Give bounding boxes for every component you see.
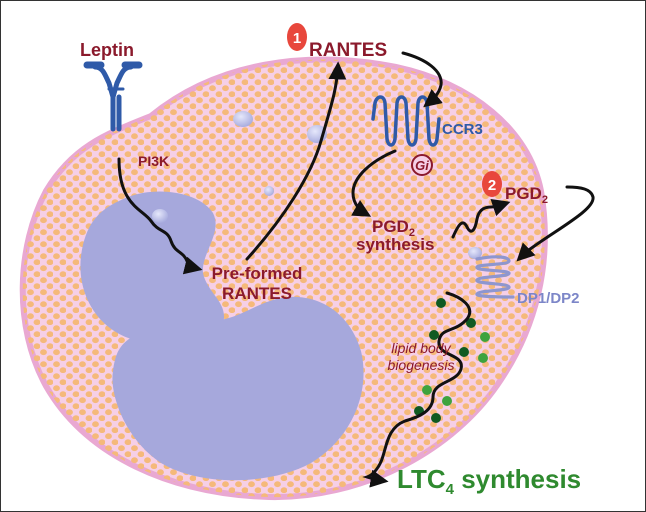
step-2-number: 2 xyxy=(488,177,496,194)
lipid-body-dot xyxy=(431,413,441,423)
arrow-ccr3-to-pgd-synthesis xyxy=(351,149,397,217)
arrows xyxy=(117,51,595,488)
ccr3-label: CCR3 xyxy=(442,121,483,138)
vesicle xyxy=(152,209,168,223)
lipid-body-label-line2: biogenesis xyxy=(388,357,455,373)
arrow-dp-to-ltc xyxy=(362,291,472,488)
nucleus-lobe-left xyxy=(80,191,225,347)
nucleus xyxy=(80,191,364,481)
arrow-pgd-synthesis-to-pgd2 xyxy=(451,199,511,239)
arrow-rantes-to-ccr3 xyxy=(401,51,443,108)
lipid-body-dot xyxy=(436,298,446,308)
ltc4-synthesis-label: LTC4 synthesis xyxy=(397,464,581,498)
ltc-subscript: 4 xyxy=(446,481,455,498)
step-1-badge: 1 xyxy=(287,23,307,51)
lipid-body-dot xyxy=(429,330,439,340)
gi-label: Gi xyxy=(415,158,429,173)
lipid-body-dot xyxy=(442,396,452,406)
lipid-body-dot xyxy=(422,385,432,395)
lipid-body-dot xyxy=(480,332,490,342)
vesicle xyxy=(233,111,253,127)
pgd2-text: PGD xyxy=(505,184,542,203)
vesicle xyxy=(264,186,274,196)
dp-receptor-label: DP1/DP2 xyxy=(517,290,580,307)
arrow-preformed-to-rantes xyxy=(245,61,347,261)
leptin-label: Leptin xyxy=(80,40,134,60)
vesicles xyxy=(152,111,482,259)
step-2-badge: 2 xyxy=(482,171,502,197)
pgd-synthesis-pgd: PGD xyxy=(372,217,409,236)
ccr3-receptor-icon xyxy=(371,95,441,147)
lipid-bodies xyxy=(414,298,490,423)
pi3k-label: PI3K xyxy=(138,153,169,169)
dp-receptor-icon xyxy=(475,255,515,299)
pgd-synthesis-subscript: 2 xyxy=(409,227,415,239)
leptin-receptor-icon xyxy=(83,61,143,132)
gi-protein-badge: Gi xyxy=(411,154,433,176)
pgd2-subscript: 2 xyxy=(542,194,548,206)
vesicle xyxy=(468,247,482,259)
preformed-label-line1: Pre-formed xyxy=(212,264,303,283)
ltc-text: LTC xyxy=(397,464,446,494)
lipid-body-dot xyxy=(459,347,469,357)
nucleus-lobe-right xyxy=(112,296,364,481)
rantes-label: RANTES xyxy=(309,40,387,61)
arrow-pgd2-to-dp xyxy=(516,185,595,262)
pgd-synthesis-label-line1: PGD2 xyxy=(372,217,415,239)
lipid-body-dot xyxy=(466,318,476,328)
ltc-synthesis-text: synthesis xyxy=(454,464,581,494)
lipid-body-label-line1: lipid body xyxy=(391,340,451,356)
preformed-label-line2: RANTES xyxy=(222,284,292,303)
pgd2-label: PGD2 xyxy=(505,184,548,206)
lipid-body-dot xyxy=(478,353,488,363)
step-1-number: 1 xyxy=(293,30,301,47)
arrow-leptin-to-preformed xyxy=(117,157,203,275)
pgd-synthesis-label-line2: synthesis xyxy=(356,235,434,254)
